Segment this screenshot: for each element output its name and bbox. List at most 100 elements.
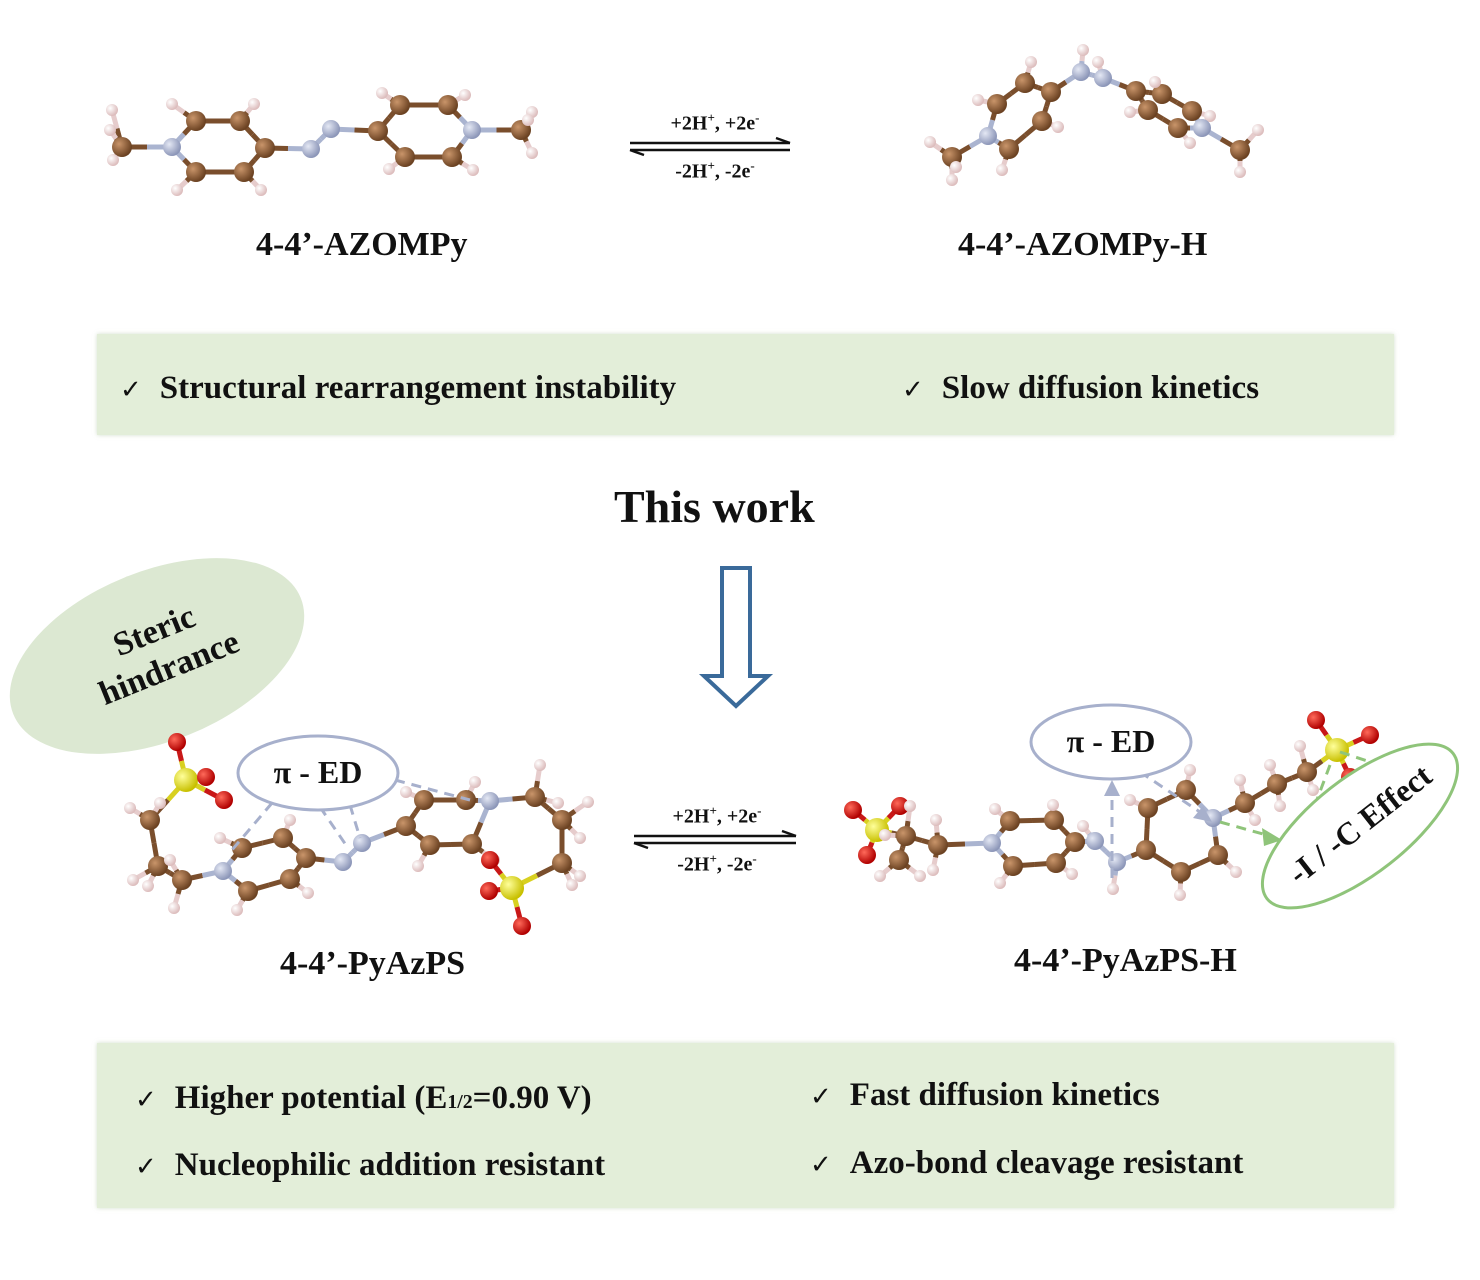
carbon-atom — [987, 94, 1007, 114]
carbon-atom — [148, 856, 168, 876]
hydrogen-atom — [107, 154, 119, 166]
reverse-base: -2H — [675, 160, 708, 183]
hydrogen-atom — [284, 814, 296, 826]
carbon-atom — [112, 137, 132, 157]
hydrogen-atom — [552, 797, 564, 809]
oxygen-atom — [1361, 726, 1379, 744]
hydrogen-atom — [879, 829, 891, 841]
hydrogen-atom — [1025, 56, 1037, 68]
hydrogen-atom — [924, 136, 936, 148]
top-equilibrium-arrow — [629, 136, 791, 157]
oxygen-atom — [480, 882, 498, 900]
hydrogen-atom — [994, 877, 1006, 889]
carbon-atom — [1230, 140, 1250, 160]
hydrogen-atom — [904, 800, 916, 812]
hydrogen-atom — [566, 879, 578, 891]
carbon-atom — [1032, 111, 1052, 131]
reverse-sup-proton: + — [709, 851, 717, 866]
molecule-4-4-pyazps — [124, 733, 594, 935]
advantage-subscript: 1/2 — [447, 1091, 473, 1113]
molecule-4-4-azompy — [104, 87, 538, 196]
hydrogen-atom — [1294, 740, 1306, 752]
nitrogen-atom — [214, 862, 232, 880]
hydrogen-atom — [166, 98, 178, 110]
pi-ed-right-ellipse — [1029, 703, 1193, 781]
forward-base: +2H — [672, 805, 710, 828]
pi-ed-right-callout-arrows — [1110, 770, 1201, 878]
oxygen-atom — [197, 768, 215, 786]
hydrogen-atom — [459, 89, 471, 101]
oxygen-atom — [215, 791, 233, 809]
reverse-sup-electron: - — [752, 851, 757, 866]
hydrogen-atom — [1184, 137, 1196, 149]
top-reverse-condition: -2H+, -2e- — [640, 158, 790, 184]
hydrogen-atom — [1274, 800, 1286, 812]
effect-arrowhead — [1262, 828, 1282, 846]
forward-sup-proton: + — [707, 110, 715, 125]
hydrogen-atom — [1249, 814, 1261, 826]
limitation-item: ✓ Slow diffusion kinetics — [902, 370, 1259, 407]
carbon-atom — [1046, 853, 1066, 873]
hydrogen-atom — [874, 870, 886, 882]
nitrogen-atom — [979, 127, 997, 145]
oxygen-atom — [891, 797, 909, 815]
hydrogen-atom — [1252, 124, 1264, 136]
molecule-4-4-pyazps-h — [844, 711, 1379, 901]
hydrogen-atom — [1124, 106, 1136, 118]
hydrogen-atom — [255, 184, 267, 196]
carbon-atom — [1138, 100, 1158, 120]
nitrogen-atom — [163, 138, 181, 156]
carbon-atom — [1065, 832, 1085, 852]
hydrogen-atom — [104, 124, 116, 136]
label-4-4-pyazps-h: 4-4’-PyAzPS-H — [1014, 942, 1237, 979]
nitrogen-atom — [334, 853, 352, 871]
carbon-atom — [1044, 810, 1064, 830]
advantage-text-post: =0.90 V) — [472, 1080, 592, 1116]
carbon-atom — [1171, 862, 1191, 882]
oxygen-atom — [844, 801, 862, 819]
hydrogen-atom — [467, 164, 479, 176]
hydrogen-atom — [214, 832, 226, 844]
carbon-atom — [1138, 798, 1158, 818]
top-forward-condition: +2H+, +2e- — [640, 110, 790, 136]
carbon-atom — [928, 835, 948, 855]
hydrogen-atom — [1047, 799, 1059, 811]
hydrogen-atom — [972, 94, 984, 106]
label-4-4-azompy: 4-4’-AZOMPy — [256, 226, 468, 263]
hydrogen-atom — [400, 786, 412, 798]
steric-hindrance-ellipse — [9, 558, 305, 754]
hydrogen-atom — [412, 860, 424, 872]
check-icon: ✓ — [120, 375, 142, 405]
advantage-text: Nucleophilic addition resistant — [174, 1147, 606, 1183]
check-icon: ✓ — [810, 1082, 832, 1112]
hydrogen-atom — [142, 880, 154, 892]
reverse-base: -2H — [677, 853, 710, 876]
check-icon: ✓ — [902, 375, 924, 405]
hydrogen-atom — [1234, 774, 1246, 786]
carbon-atom — [462, 834, 482, 854]
advantages-panel — [97, 1043, 1394, 1208]
hydrogen-atom — [127, 874, 139, 886]
sulfur-atom — [1325, 738, 1349, 762]
hydrogen-atom — [996, 164, 1008, 176]
pi-ed-up-arrowhead — [1104, 780, 1120, 796]
hydrogen-atom — [1174, 889, 1186, 901]
carbon-atom — [140, 810, 160, 830]
limitation-item: ✓ Structural rearrangement instability — [120, 370, 676, 407]
hydrogen-atom — [124, 802, 136, 814]
hydrogen-atom — [927, 864, 939, 876]
forward-mid: , +2e — [714, 112, 756, 135]
reverse-sup-proton: + — [707, 158, 715, 173]
limitation-text: Structural rearrangement instability — [159, 370, 677, 406]
forward-mid: , +2e — [716, 805, 758, 828]
forward-base: +2H — [670, 112, 708, 135]
carbon-atom — [296, 848, 316, 868]
carbon-atom — [1235, 793, 1255, 813]
oxygen-atom — [1307, 711, 1325, 729]
nitrogen-atom — [353, 834, 371, 852]
oxygen-atom — [858, 846, 876, 864]
carbon-atom — [1267, 774, 1287, 794]
nitrogen-atom — [1072, 63, 1090, 81]
carbon-atom — [414, 790, 434, 810]
